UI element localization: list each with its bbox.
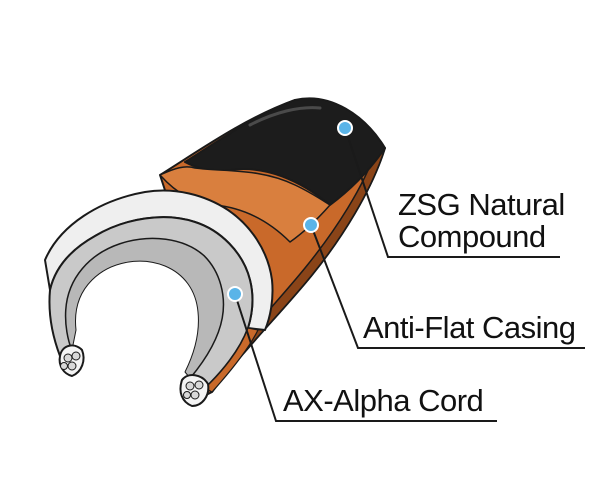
leader-lines	[234, 127, 585, 422]
tread-marker	[337, 120, 353, 136]
inner-cavity	[65, 238, 224, 379]
tire-illustration	[44, 97, 386, 407]
cord-marker	[227, 286, 243, 302]
markers	[227, 120, 353, 302]
leader-line-tread	[344, 127, 560, 258]
casing-marker	[303, 217, 319, 233]
tread-highlight	[248, 106, 322, 127]
cord-label: AX-Alpha Cord	[283, 383, 483, 418]
left-bead	[58, 344, 85, 377]
right-bead	[179, 374, 210, 407]
tread-label-line1: ZSG Natural	[398, 187, 565, 222]
tread-label-line2: Compound	[398, 219, 546, 254]
leader-line-casing	[310, 224, 585, 349]
leader-line-cord	[234, 293, 497, 422]
casing-label: Anti-Flat Casing	[363, 310, 576, 345]
